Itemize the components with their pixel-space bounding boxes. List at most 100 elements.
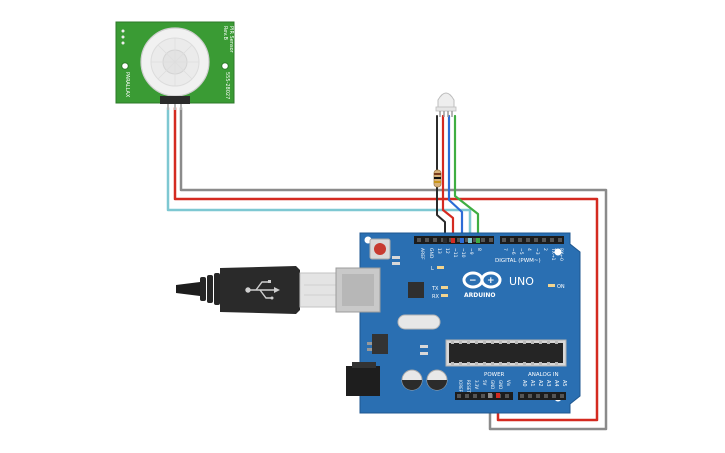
header-hole[interactable] <box>481 238 485 242</box>
wire-blue-led-b[interactable] <box>447 114 464 242</box>
analog-header <box>518 392 566 400</box>
header-hole[interactable] <box>473 394 477 398</box>
logo-plus-icon: + <box>487 276 495 286</box>
digital-header-holes <box>417 238 562 242</box>
header-hole[interactable] <box>465 394 469 398</box>
power-header-label: POWER <box>484 372 505 378</box>
pin-label-5: ~5 <box>518 248 524 255</box>
pir-label-rev: Rev.B <box>222 26 228 40</box>
header-hole[interactable] <box>544 394 548 398</box>
wire-red-pir-5v[interactable] <box>173 106 599 422</box>
usb-cable-ridge <box>200 277 206 301</box>
header-hole[interactable] <box>550 238 554 242</box>
header-hole[interactable] <box>481 394 485 398</box>
usb-icon <box>245 280 280 300</box>
digital-header-label: DIGITAL (PWM~) <box>495 258 541 264</box>
chip-pin <box>523 362 526 365</box>
chip-pins <box>451 341 558 365</box>
analog-pin-label: A5 <box>561 380 567 387</box>
header-hole[interactable] <box>473 238 477 242</box>
resistor-smd <box>420 345 428 348</box>
usb-cable-ridge <box>207 275 213 303</box>
header-hole[interactable] <box>489 238 493 242</box>
header-hole[interactable] <box>560 394 564 398</box>
arduino-mount-hole <box>554 248 562 256</box>
header-hole[interactable] <box>457 238 461 242</box>
header-hole[interactable] <box>518 238 522 242</box>
header-hole[interactable] <box>520 394 524 398</box>
l-led-label: L <box>431 266 434 272</box>
chip-pin <box>515 362 518 365</box>
atmega-chip <box>449 343 563 363</box>
chip-pin <box>491 341 494 344</box>
on-led-label: ON <box>557 284 565 290</box>
pir-sensor[interactable]: PIR Sensor Rev.B PARALLAX 555-28027 <box>115 21 235 110</box>
pir-header <box>160 96 190 104</box>
power-pin-label: IOREF <box>458 380 463 393</box>
chip-pin <box>451 341 454 344</box>
pin-label-3: ~3 <box>534 248 540 255</box>
header-hole[interactable] <box>526 238 530 242</box>
chip-pin <box>491 362 494 365</box>
pir-mount-hole <box>121 62 129 70</box>
header-hole[interactable] <box>417 238 421 242</box>
header-hole[interactable] <box>457 394 461 398</box>
header-hole[interactable] <box>542 238 546 242</box>
header-hole[interactable] <box>502 238 506 242</box>
logo-minus-icon: − <box>469 276 477 286</box>
reset-button-cap[interactable] <box>374 243 386 255</box>
analog-pin-label: A1 <box>529 380 535 387</box>
wire-ends <box>443 238 500 398</box>
board-model: UNO <box>509 275 534 288</box>
wire-cyan-pir-signal[interactable] <box>166 106 472 242</box>
power-pin-label: 5V <box>482 380 487 386</box>
chip-pin <box>539 362 542 365</box>
header-hole[interactable] <box>552 394 556 398</box>
wire-red-led-r[interactable] <box>441 114 455 242</box>
dc-power-jack[interactable] <box>346 366 380 396</box>
chip-pin <box>475 362 478 365</box>
arduino-board <box>359 232 581 414</box>
header-hole[interactable] <box>558 238 562 242</box>
header-hole[interactable] <box>505 394 509 398</box>
chip-pin <box>483 341 486 344</box>
chip-pin <box>475 341 478 344</box>
header-hole[interactable] <box>425 238 429 242</box>
chip-pin <box>507 341 510 344</box>
pin-label-8: 8 <box>476 248 482 251</box>
analog-pin-label: A2 <box>537 380 543 387</box>
pin-label-6: ~6 <box>510 248 516 255</box>
chip-pin <box>547 362 550 365</box>
resistor[interactable] <box>433 169 442 188</box>
pir-label-brand: PARALLAX <box>124 72 130 98</box>
tx-led <box>441 286 448 289</box>
voltage-regulator <box>372 334 388 354</box>
header-hole[interactable] <box>510 238 514 242</box>
wire-black-resistor-gnd[interactable] <box>436 185 446 241</box>
analog-pin-label: A4 <box>553 380 559 387</box>
header-hole[interactable] <box>534 238 538 242</box>
header-hole[interactable] <box>528 394 532 398</box>
pin-label-0: RX←0 <box>558 248 564 261</box>
chip-pin <box>523 341 526 344</box>
arduino-uno[interactable]: AREF GND 13 12 ~11 ~10 ~9 8 7 ~6 ~5 4 ~3… <box>335 232 581 414</box>
pir-dome-facets <box>151 38 199 86</box>
pir-label-name: PIR Sensor <box>228 26 234 54</box>
header-hole[interactable] <box>465 238 469 242</box>
analog-pin-label: A0 <box>521 380 527 387</box>
header-hole[interactable] <box>536 394 540 398</box>
header-hole[interactable] <box>433 238 437 242</box>
power-pin-label: GND <box>498 380 503 389</box>
wire-gray-pir-gnd[interactable] <box>179 106 608 431</box>
power-pin-label: GND <box>490 380 495 389</box>
pin-label-aref: AREF <box>419 248 425 260</box>
pir-jumper-dot <box>121 29 125 33</box>
usb-plug-metal <box>299 272 341 308</box>
resistor-smd <box>392 256 400 259</box>
usb-cable[interactable] <box>176 266 341 314</box>
rgb-led[interactable] <box>435 92 457 117</box>
wire-green-led-g[interactable] <box>453 114 480 242</box>
pir-mount-hole <box>221 62 229 70</box>
tx-led-label: TX <box>431 286 439 292</box>
chip-pin <box>507 362 510 365</box>
